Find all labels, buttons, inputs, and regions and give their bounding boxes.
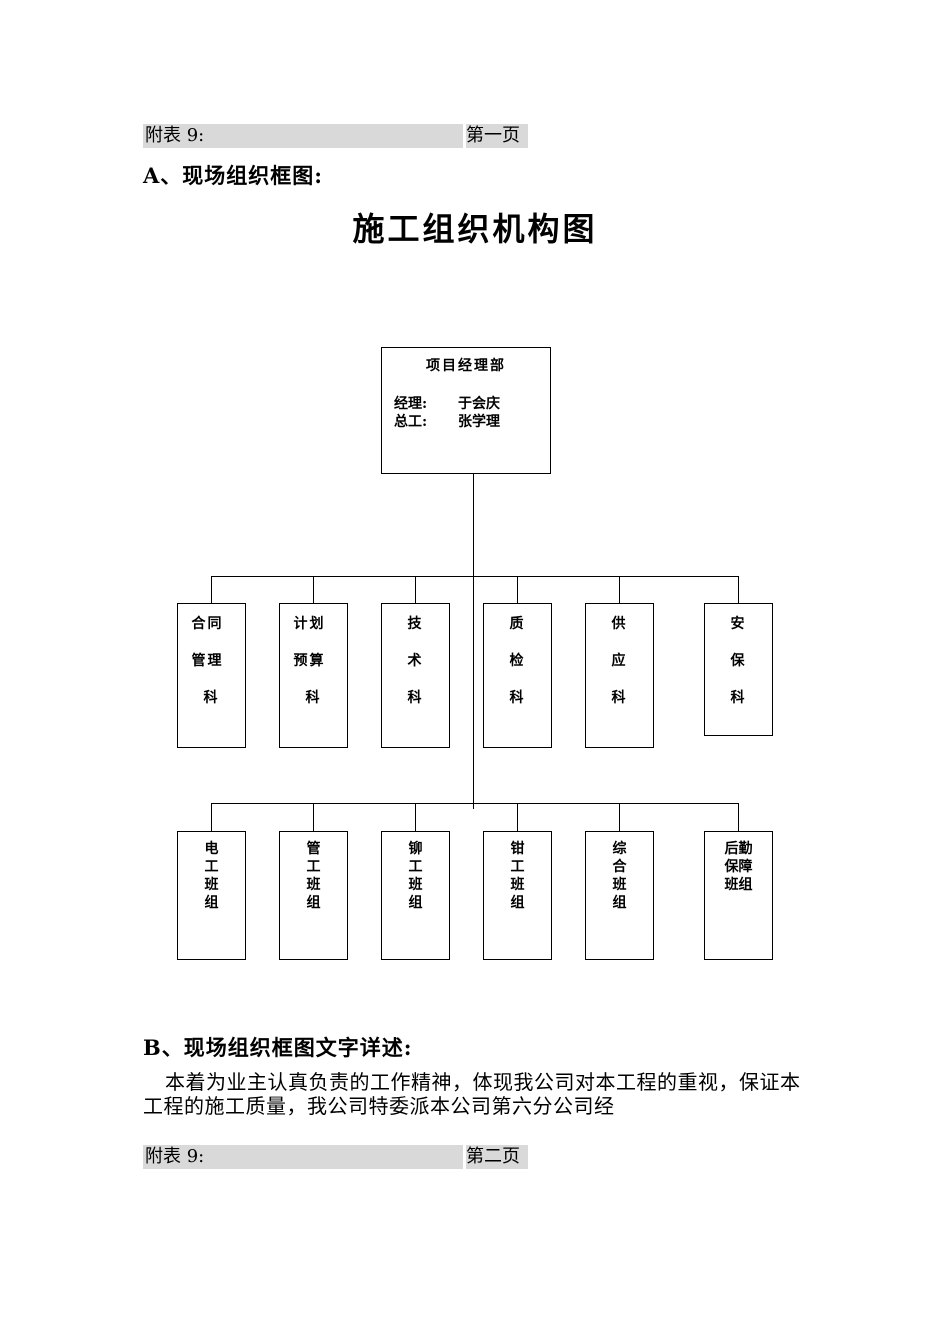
team-box: 铆工班组	[381, 831, 450, 960]
team-box: 管工班组	[279, 831, 348, 960]
team-box: 电工班组	[177, 831, 246, 960]
pm-chief-engineer-row: 总工: 张学理	[394, 411, 500, 431]
chart-title: 施工组织机构图	[352, 210, 598, 248]
page-header: 附表 9: 第一页	[143, 124, 528, 148]
pm-manager-row: 经理: 于会庆	[394, 393, 500, 413]
header-label: 附表 9:	[143, 124, 225, 148]
connector-line	[473, 473, 475, 809]
team-label: 铆工班组	[408, 841, 423, 911]
header-page-number: 第二页	[466, 1145, 528, 1169]
team-box: 综合班组	[585, 831, 654, 960]
section-b-heading: B、现场组织框图文字详述:	[143, 1035, 413, 1060]
department-box: 质 检 科	[483, 603, 552, 748]
team-label: 钳工班组	[510, 841, 525, 911]
project-manager-box: 项目经理部 经理: 于会庆 总工: 张学理	[381, 347, 551, 474]
pm-manager-key: 经理:	[394, 396, 428, 412]
connector-line	[211, 803, 739, 805]
header-page-number: 第一页	[466, 124, 528, 148]
header-blank-field	[225, 124, 463, 148]
team-box: 后勤保障班组	[704, 831, 773, 960]
pm-chief-engineer-key: 总工:	[394, 414, 428, 430]
team-label: 电工班组	[204, 841, 219, 911]
connector-line	[211, 576, 739, 578]
department-box: 供 应 科	[585, 603, 654, 748]
page-header-2: 附表 9: 第二页	[143, 1145, 528, 1169]
department-box: 计划 预算 科	[279, 603, 348, 748]
header-blank-field	[225, 1145, 463, 1169]
section-a-heading: A、现场组织框图:	[143, 163, 324, 188]
team-label: 综合班组	[612, 841, 627, 911]
body-paragraph: 本着为业主认真负责的工作精神，体现我公司对本工程的重视，保证本工程的施工质量，我…	[143, 1070, 801, 1118]
department-box: 合同 管理 科	[177, 603, 246, 748]
pm-manager-value: 于会庆	[458, 396, 500, 412]
team-label: 后勤保障班组	[724, 841, 753, 893]
team-label: 管工班组	[306, 841, 321, 911]
pm-chief-engineer-value: 张学理	[458, 414, 500, 430]
department-box: 技 术 科	[381, 603, 450, 748]
department-box: 安 保 科	[704, 603, 773, 736]
team-box: 钳工班组	[483, 831, 552, 960]
pm-title: 项目经理部	[426, 358, 506, 374]
header-label: 附表 9:	[143, 1145, 225, 1169]
